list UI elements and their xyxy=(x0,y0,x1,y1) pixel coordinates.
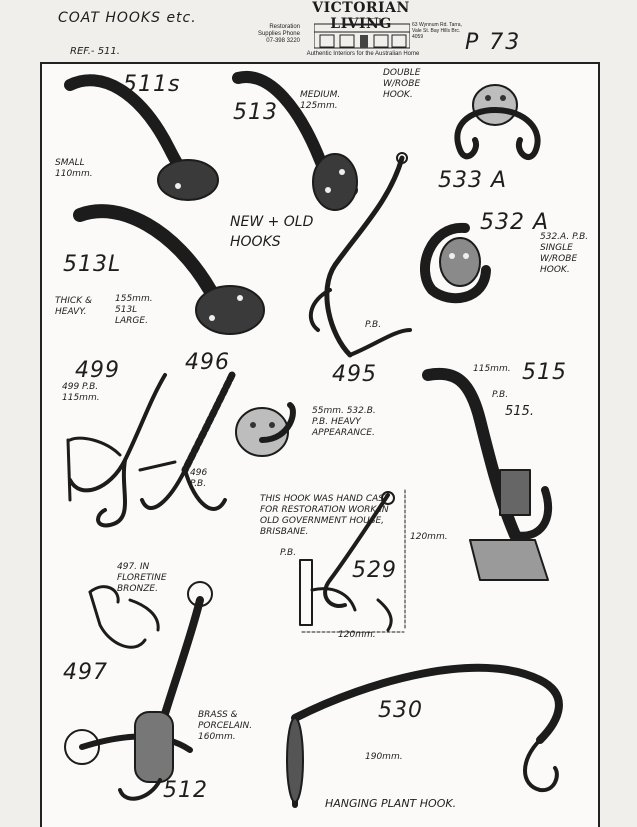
item-515-finish: P.B. xyxy=(492,390,509,400)
item-511s-note: SMALL 110mm. xyxy=(55,158,93,179)
reference-code: REF.- 511. xyxy=(70,46,120,57)
logo-contact: Restoration Supplies Phone 07-398 3220 xyxy=(257,24,300,44)
item-495-note: P.B. xyxy=(365,320,382,330)
item-512-number: 512 xyxy=(163,778,208,803)
item-512-note: BRASS & PORCELAIN. 160mm. xyxy=(198,710,253,742)
hook-496-drawing xyxy=(138,371,236,511)
logo-address: 63 Wynnum Rd. Tarra, Vale St. Bay Hills … xyxy=(412,22,462,40)
item-529-note: THIS HOOK WAS HAND CAST FOR RESTORATION … xyxy=(260,494,390,537)
item-529-finish: P.B. xyxy=(280,548,297,558)
item-532a-note: 532.A. P.B. SINGLE W/ROBE HOOK. xyxy=(540,232,589,275)
item-533a-number: 533 A xyxy=(438,168,508,193)
item-529-height: 120mm. xyxy=(410,532,448,542)
item-529-number: 529 xyxy=(352,558,397,583)
hook-511s-drawing xyxy=(64,74,219,201)
hook-529-drawing xyxy=(299,489,406,633)
item-513-note: MEDIUM. 125mm. xyxy=(300,90,341,111)
item-532a-number: 532 A xyxy=(480,210,550,235)
hook-513-drawing xyxy=(232,71,358,211)
item-499-number: 499 xyxy=(75,358,120,383)
hook-497-drawing xyxy=(88,585,160,649)
item-513l-note: THICK & HEAVY. xyxy=(55,296,92,317)
item-513l-size: 155mm. 513L LARGE. xyxy=(115,294,153,326)
hook-499-drawing xyxy=(66,373,167,528)
item-496-number: 496 xyxy=(185,350,230,375)
item-511s-number: 511s xyxy=(123,72,181,97)
page-heading: COAT HOOKS etc. xyxy=(58,10,197,26)
hook-532b-drawing xyxy=(235,402,296,457)
item-495-number: 495 xyxy=(332,362,377,387)
item-497-number: 497 xyxy=(63,660,108,685)
hook-495-drawing xyxy=(308,152,412,358)
item-499-note: 499 P.B. 115mm. xyxy=(62,382,100,403)
item-513-number: 513 xyxy=(233,100,278,125)
hook-532a-drawing xyxy=(420,222,491,304)
item-530-size: 190mm. xyxy=(365,752,403,762)
item-515-number: 515 xyxy=(522,360,567,385)
hook-512-drawing xyxy=(64,581,213,801)
item-533a-note: DOUBLE W/ROBE HOOK. xyxy=(383,68,421,100)
item-515-size: 115mm. xyxy=(473,364,511,374)
item-530-caption: HANGING PLANT HOOK. xyxy=(325,797,457,810)
hook-513l-drawing xyxy=(73,204,265,335)
item-530-number: 530 xyxy=(378,698,423,723)
hook-533a-drawing xyxy=(454,84,541,160)
hook-515-drawing xyxy=(422,367,553,581)
item-529-width: 120mm. xyxy=(338,630,376,640)
hook-530-drawing xyxy=(286,663,563,808)
item-513l-number: 513L xyxy=(63,252,122,277)
new-old-hooks-note: NEW + OLD HOOKS xyxy=(230,214,314,250)
logo-brand: VICTORIAN LIVING xyxy=(312,0,410,32)
item-497-note: 497. IN FLORETINE BRONZE. xyxy=(117,562,167,594)
item-496-note: 496 P.B. xyxy=(190,468,208,489)
victorian-living-logo: VICTORIAN LIVING Restoration Supplies Ph… xyxy=(258,0,462,62)
item-515-code: 515. xyxy=(505,404,534,419)
page-number: P 73 xyxy=(465,30,522,55)
item-532b-note: 55mm. 532.B. P.B. HEAVY APPEARANCE. xyxy=(312,406,376,438)
shopfront-icon xyxy=(314,18,410,49)
logo-tagline: Authentic Interiors for the Australian H… xyxy=(306,51,420,57)
